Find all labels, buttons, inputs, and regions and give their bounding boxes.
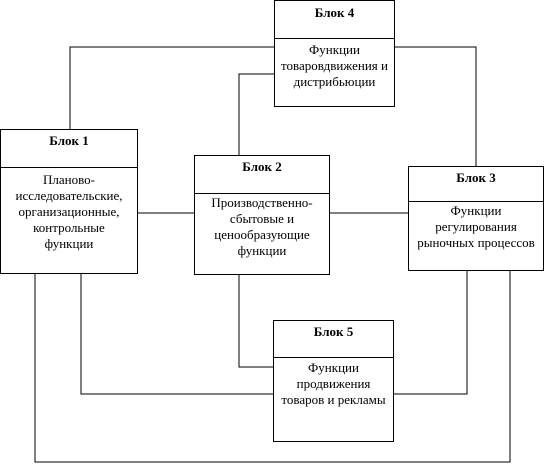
block-4-title: Блок 4: [275, 1, 394, 39]
connector-outer-loop: [34, 271, 511, 463]
block-2-text: Производственно- сбытовые и ценообразующ…: [211, 195, 313, 258]
connector-b5-b3: [394, 271, 468, 395]
block-3-text: Функции регулирования рыночных процессов: [417, 203, 535, 250]
block-5-text: Функции продвижения товаров и рекламы: [281, 360, 386, 407]
block-2: Блок 2 Производственно- сбытовые и ценоо…: [194, 155, 330, 275]
block-1-text: Планово- исследовательские, организацион…: [15, 172, 123, 251]
block-3-title: Блок 3: [409, 167, 543, 202]
connector-b1-b4-b3: [69, 46, 274, 129]
connector-b4-b3: [395, 46, 477, 166]
block-5-title: Блок 5: [274, 321, 393, 358]
connector-b2-b5: [238, 275, 273, 368]
block-4-text: Функции товаровдвижения и дистрибьюции: [281, 42, 388, 89]
block-4: Блок 4 Функции товаровдвижения и дистриб…: [274, 0, 395, 107]
block-5: Блок 5 Функции продвижения товаров и рек…: [273, 320, 394, 442]
connector-b2-b4: [238, 73, 274, 155]
block-3: Блок 3 Функции регулирования рыночных пр…: [408, 166, 544, 271]
block-1: Блок 1 Планово- исследовательские, орган…: [0, 129, 138, 274]
connector-b1-b5-b3: [80, 274, 273, 395]
block-1-title: Блок 1: [1, 130, 137, 168]
block-2-title: Блок 2: [195, 156, 329, 194]
